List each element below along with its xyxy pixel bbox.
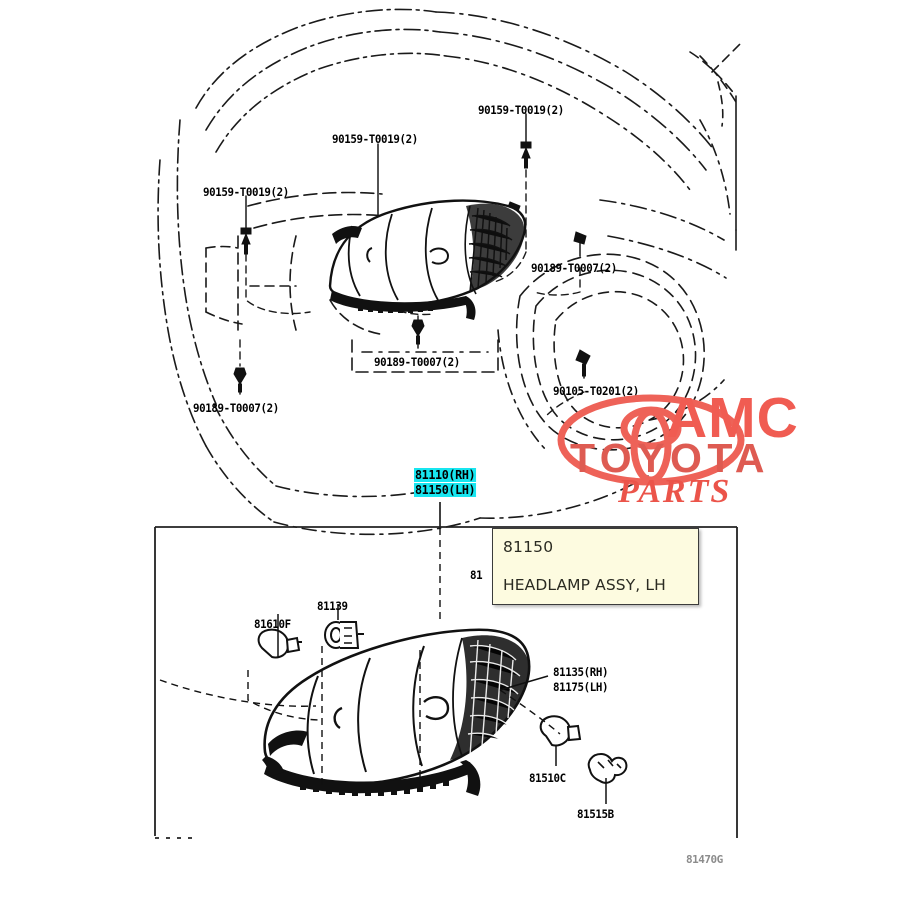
part-label-90189-c[interactable]: 90189-T0007(2) [193,401,279,415]
diagram-code: 81470G [686,853,723,866]
component-81139-icon [324,621,364,649]
tooltip-part-number: 81150 [503,538,554,556]
part-label-81515b[interactable]: 81515B [577,807,614,821]
fastener-icon [573,231,587,245]
part-label-81175[interactable]: 81175(LH) [553,680,609,694]
component-81610f-icon [257,628,302,659]
part-label-90189-b[interactable]: 90189-T0007(2) [374,355,460,369]
part-label-81510c[interactable]: 81510C [529,771,566,785]
part-label-81139[interactable]: 81139 [317,599,348,613]
component-81515b-icon [587,752,628,784]
selected-part-callout[interactable]: 81110(RH) 81150(LH) [414,468,480,497]
part-label-90159-c[interactable]: 90159-T0019(2) [478,103,564,117]
part-label-occluded[interactable]: 81 [470,568,483,582]
tooltip-description: HEADLAMP ASSY, LH [503,576,666,594]
part-label-81135[interactable]: 81135(RH) [553,665,609,679]
part-label-90189-a[interactable]: 90189-T0007(2) [531,261,617,275]
fastener-icon [575,349,591,377]
headlamp-detail-illustration [262,628,531,796]
selected-part-lh[interactable]: 81150(LH) [414,482,477,497]
part-label-90159-b[interactable]: 90159-T0019(2) [332,132,418,146]
selected-part-rh[interactable]: 81110(RH) [414,467,477,482]
part-tooltip: 81150 HEADLAMP ASSY, LH [492,528,699,605]
component-81510c-icon [539,715,582,747]
fastener-icon [520,141,532,169]
part-label-81610f[interactable]: 81610F [254,617,291,631]
part-label-90159-a[interactable]: 90159-T0019(2) [203,185,289,199]
fastener-icon [233,367,247,393]
fastener-icon [411,319,425,345]
headlamp-upper-illustration [328,199,527,320]
fastener-icon [240,227,252,255]
part-label-90105[interactable]: 90105-T0201(2) [553,384,639,398]
